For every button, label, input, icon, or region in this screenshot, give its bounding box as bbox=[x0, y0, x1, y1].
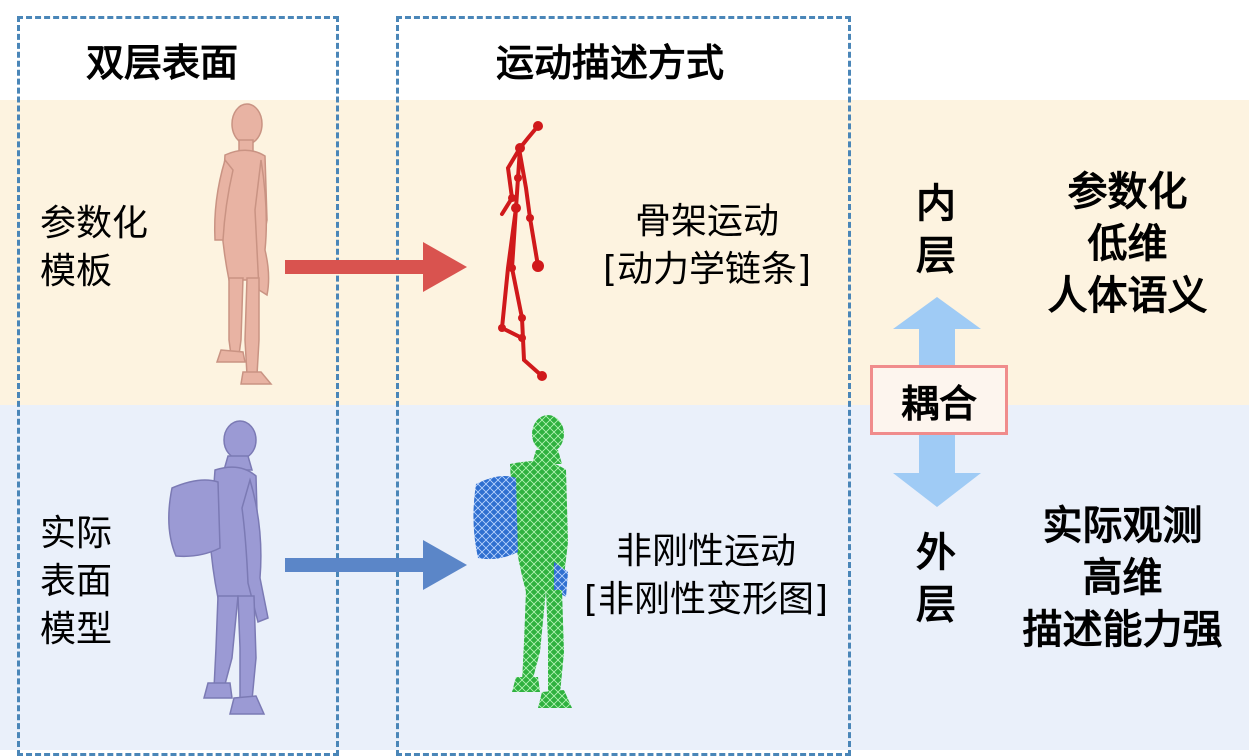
motion-header: 运动描述方式 bbox=[496, 41, 725, 85]
deformation-graph-figure bbox=[473, 415, 572, 708]
inner-layer-band bbox=[0, 100, 1249, 405]
real-surface-label: 实际 表面 模型 bbox=[40, 513, 113, 650]
nonrigid-motion-label: 非刚性运动 [非刚性变形图] bbox=[583, 531, 829, 620]
real-surface-body-figure bbox=[168, 420, 269, 715]
skeleton-figure bbox=[498, 121, 547, 381]
skeleton-arrow bbox=[285, 242, 467, 292]
surface-header: 双层表面 bbox=[86, 41, 239, 85]
down-arrow-icon bbox=[893, 435, 981, 507]
skeleton-motion-label: 骨架运动 [动力学链条] bbox=[602, 201, 812, 290]
outer-layer-description: 实际观测 高维 描述能力强 bbox=[1022, 503, 1223, 653]
coupling-box: 耦合 bbox=[870, 365, 1008, 435]
up-arrow-icon bbox=[893, 297, 981, 365]
nonrigid-arrow bbox=[285, 540, 467, 590]
motion-column-box bbox=[396, 16, 851, 756]
outer-layer-label: 外 层 bbox=[916, 530, 956, 628]
parametric-body-figure bbox=[213, 103, 273, 385]
template-label: 参数化 模板 bbox=[40, 203, 149, 292]
inner-layer-label: 内 层 bbox=[916, 181, 956, 279]
inner-layer-description: 参数化 低维 人体语义 bbox=[1047, 169, 1208, 319]
